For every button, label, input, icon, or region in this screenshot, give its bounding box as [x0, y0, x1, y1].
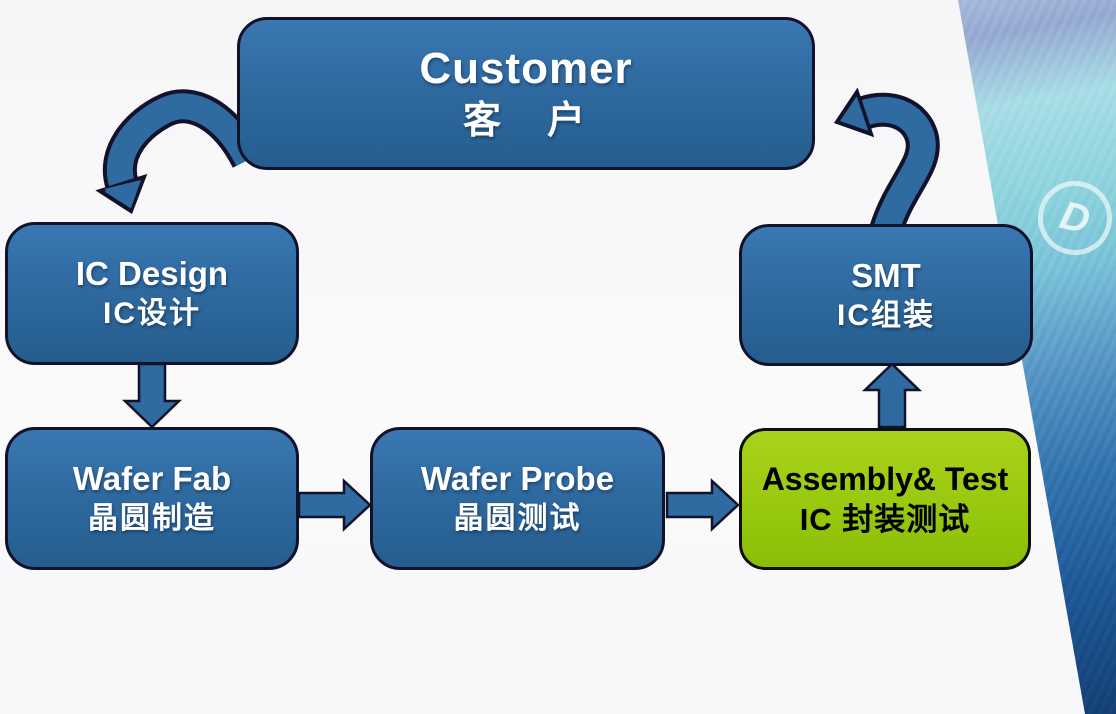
node-smt-label-zh: IC组装	[837, 298, 935, 332]
node-ic-design: IC Design IC设计	[5, 222, 299, 365]
node-ic-design-label-en: IC Design	[75, 255, 229, 293]
node-wafer-probe: Wafer Probe 晶圆测试	[370, 427, 665, 570]
node-assembly-test-label-zh: IC 封装测试	[799, 501, 971, 537]
block-arrow-ic-design-to-wafer-fab	[121, 362, 183, 429]
node-assembly-test: Assembly& Test IC 封装测试	[739, 428, 1031, 570]
node-customer: Customer 客 户	[237, 17, 815, 170]
node-assembly-test-label-en: Assembly& Test	[761, 460, 1009, 497]
curved-arrow-customer-to-ic-design	[95, 89, 264, 215]
node-wafer-probe-label-en: Wafer Probe	[420, 460, 615, 498]
node-customer-label-en: Customer	[419, 44, 633, 94]
node-wafer-fab-label-zh: 晶圆制造	[88, 502, 216, 536]
block-arrow-wafer-fab-to-wafer-probe	[297, 478, 372, 532]
node-ic-design-label-zh: IC设计	[103, 297, 201, 331]
block-arrow-assembly-to-smt	[861, 362, 923, 429]
node-wafer-probe-label-zh: 晶圆测试	[453, 502, 582, 536]
block-arrow-wafer-probe-to-assembly	[665, 478, 740, 532]
curved-arrow-smt-to-customer	[833, 87, 940, 236]
node-smt-label-en: SMT	[851, 256, 921, 294]
node-smt: SMT IC组装	[739, 224, 1033, 366]
node-wafer-fab: Wafer Fab 晶圆制造	[5, 427, 299, 570]
node-customer-label-zh: 客 户	[462, 100, 589, 143]
node-wafer-fab-label-en: Wafer Fab	[72, 460, 232, 498]
